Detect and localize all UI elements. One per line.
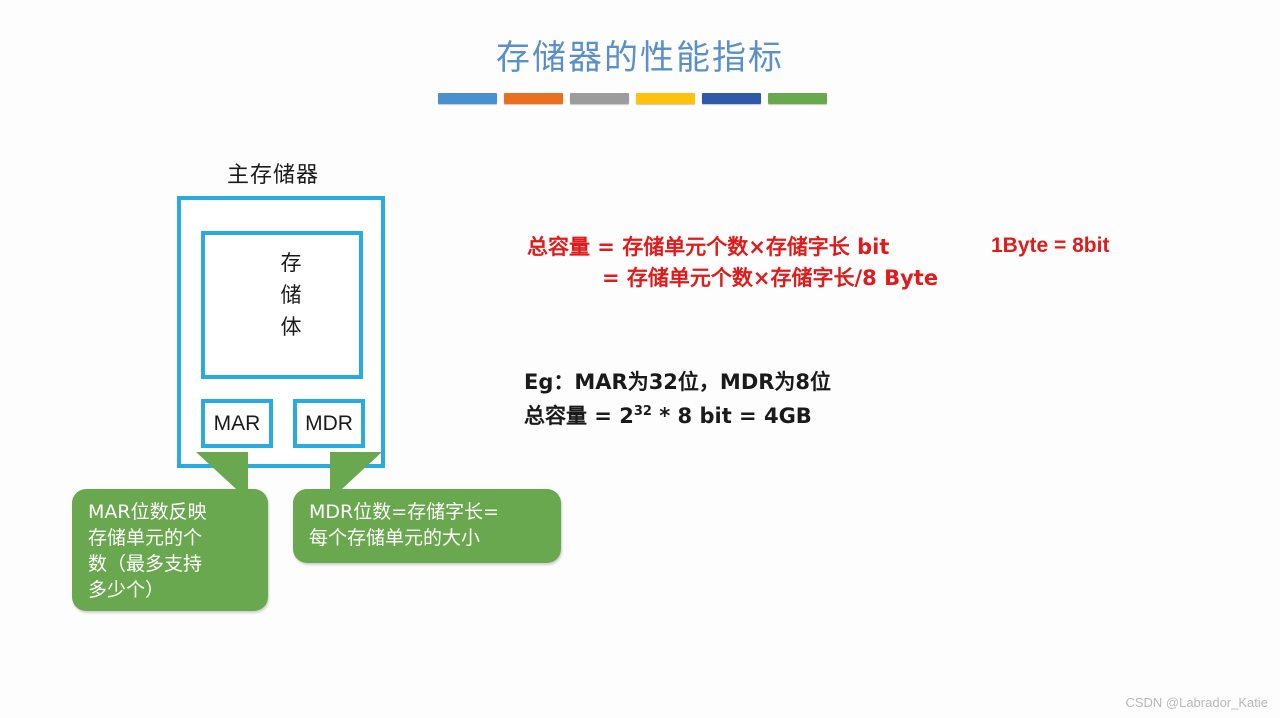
csdn-watermark: CSDN @Labrador_Katie xyxy=(1125,695,1268,710)
mar-callout: MAR位数反映 存储单元的个 数（最多支持 多少个） xyxy=(72,489,268,611)
title-rule-segment-4 xyxy=(636,93,695,104)
capacity-formula-line1: 总容量 = 存储单元个数×存储字长 bit xyxy=(527,235,890,259)
example-line2-prefix: 总容量 = 2 xyxy=(524,404,634,428)
memory-bank-box: 存 储 体 xyxy=(201,231,363,379)
title-rule-segment-6 xyxy=(768,93,827,104)
example-block: Eg：MAR为32位，MDR为8位 总容量 = 232 * 8 bit = 4G… xyxy=(524,367,831,431)
mdr-register-box: MDR xyxy=(293,399,365,448)
byte-conversion-note: 1Byte = 8bit xyxy=(991,234,1110,257)
title-rule-segment-1 xyxy=(438,93,497,104)
title-rule-segment-5 xyxy=(702,93,761,104)
example-exponent: 32 xyxy=(633,404,652,419)
example-line1: Eg：MAR为32位，MDR为8位 xyxy=(524,370,832,394)
memory-bank-label: 存 储 体 xyxy=(280,251,302,339)
page-title: 存储器的性能指标 xyxy=(496,38,784,78)
example-line2: 总容量 = 232 * 8 bit = 4GB xyxy=(524,397,831,431)
example-line2-suffix: * 8 bit = 4GB xyxy=(651,404,812,428)
title-decorative-rule xyxy=(438,93,838,104)
title-rule-segment-2 xyxy=(504,93,563,104)
mdr-callout: MDR位数=存储字长= 每个存储单元的大小 xyxy=(293,489,561,563)
title-rule-segment-3 xyxy=(570,93,629,104)
main-memory-label: 主存储器 xyxy=(227,163,320,188)
capacity-formula: 总容量 = 存储单元个数×存储字长 bit = 存储单元个数×存储字长/8 By… xyxy=(527,232,938,294)
mar-register-box: MAR xyxy=(201,399,273,448)
capacity-formula-line2: = 存储单元个数×存储字长/8 Byte xyxy=(602,266,939,290)
